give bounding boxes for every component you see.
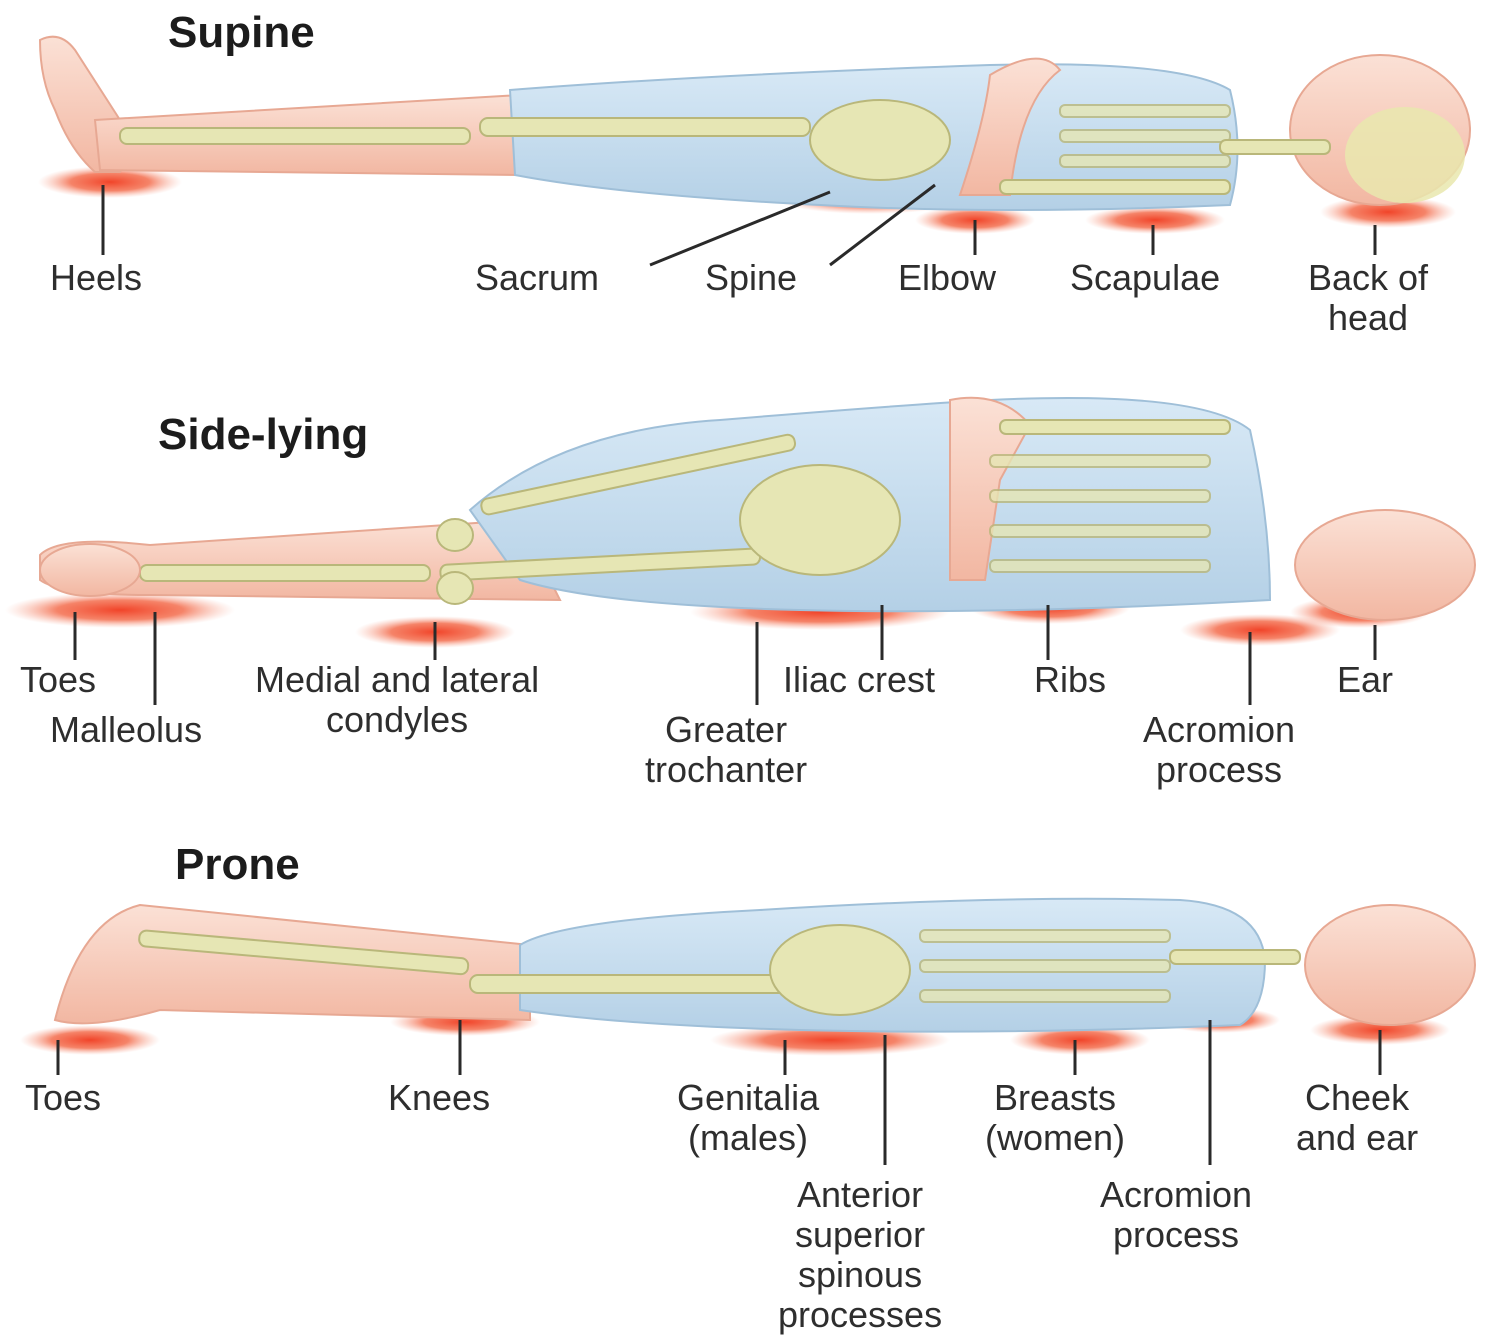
pressure-zone: [1085, 206, 1225, 234]
label-iliac-crest: Iliac crest: [783, 660, 935, 700]
label-sacrum: Sacrum: [475, 258, 599, 298]
label-acromion-prone-line2: process: [1100, 1215, 1252, 1255]
prone-title: Prone: [175, 840, 300, 890]
label-cheek-line2: and ear: [1296, 1118, 1418, 1158]
label-back-of-head-line2: head: [1308, 298, 1428, 338]
label-greater-trochanter-line1: Greater: [645, 710, 807, 750]
label-breasts: Breasts (women): [985, 1078, 1125, 1158]
pressure-zone: [5, 592, 235, 628]
prone-figure: [20, 899, 1475, 1056]
label-acromion-prone: Acromion process: [1100, 1175, 1252, 1255]
label-genitalia: Genitalia (males): [677, 1078, 819, 1158]
label-heels: Heels: [50, 258, 142, 298]
supine-figure: [38, 37, 1470, 234]
label-greater-trochanter: Greater trochanter: [645, 710, 807, 790]
label-condyles: Medial and lateral condyles: [255, 660, 539, 740]
label-genitalia-line1: Genitalia: [677, 1078, 819, 1118]
label-scapulae: Scapulae: [1070, 258, 1220, 298]
label-prone-toes: Toes: [25, 1078, 101, 1118]
label-asis-line3: spinous: [778, 1255, 942, 1295]
side-lying-title: Side-lying: [158, 410, 368, 460]
label-asis-line2: superior: [778, 1215, 942, 1255]
label-elbow: Elbow: [898, 258, 996, 298]
label-malleolus: Malleolus: [50, 710, 202, 750]
label-acromion-side-line1: Acromion: [1143, 710, 1295, 750]
label-acromion-side-line2: process: [1143, 750, 1295, 790]
label-back-of-head-line1: Back of: [1308, 258, 1428, 298]
label-back-of-head: Back of head: [1308, 258, 1428, 338]
label-breasts-line2: (women): [985, 1118, 1125, 1158]
label-genitalia-line2: (males): [677, 1118, 819, 1158]
label-breasts-line1: Breasts: [985, 1078, 1125, 1118]
label-toes: Toes: [20, 660, 96, 700]
label-spine: Spine: [705, 258, 797, 298]
pressure-zone: [20, 1025, 160, 1055]
label-ear: Ear: [1337, 660, 1393, 700]
label-asis-line4: processes: [778, 1295, 942, 1335]
label-asis-line1: Anterior: [778, 1175, 942, 1215]
label-knees: Knees: [388, 1078, 490, 1118]
label-condyles-line1: Medial and lateral: [255, 660, 539, 700]
label-cheek-and-ear: Cheek and ear: [1296, 1078, 1418, 1158]
supine-title: Supine: [168, 8, 315, 58]
label-asis: Anterior superior spinous processes: [778, 1175, 942, 1335]
label-ribs: Ribs: [1034, 660, 1106, 700]
label-condyles-line2: condyles: [255, 700, 539, 740]
label-acromion-prone-line1: Acromion: [1100, 1175, 1252, 1215]
label-cheek-line1: Cheek: [1296, 1078, 1418, 1118]
label-greater-trochanter-line2: trochanter: [645, 750, 807, 790]
label-acromion-side: Acromion process: [1143, 710, 1295, 790]
